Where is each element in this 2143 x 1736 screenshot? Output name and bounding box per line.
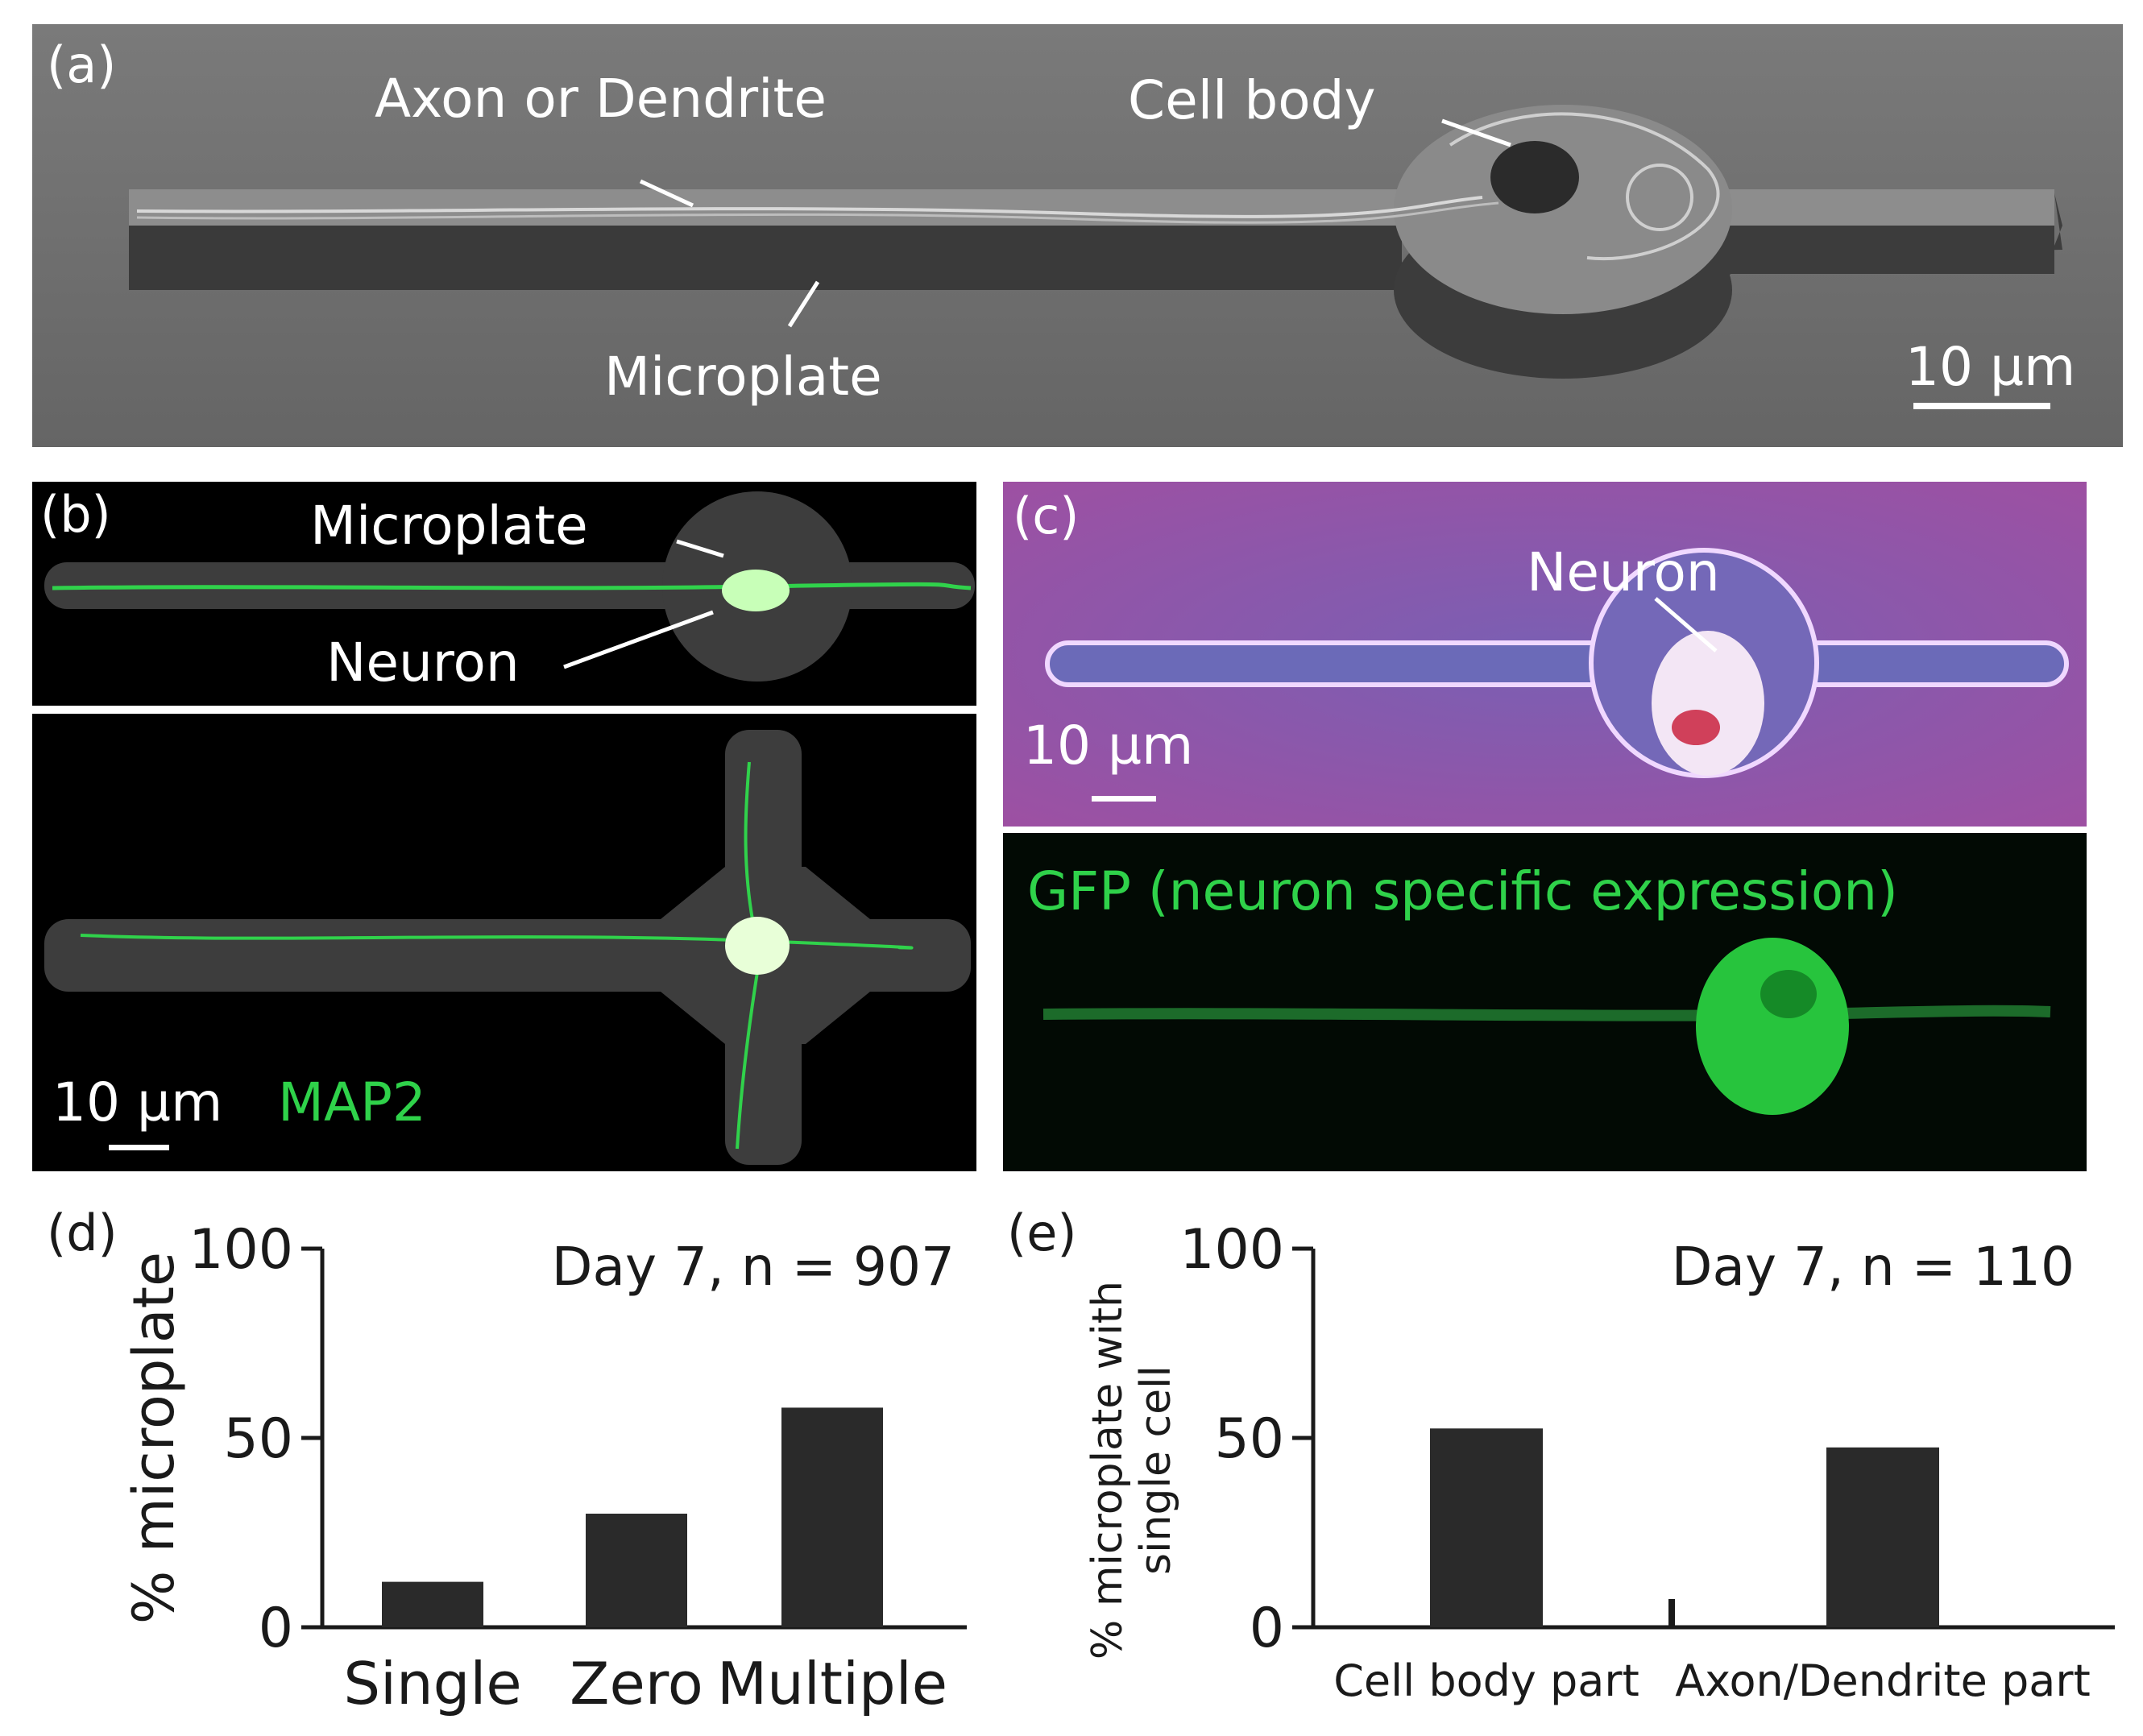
- panel-c-scale-text: 10 µm: [1023, 715, 1194, 777]
- panel-a-illustration: [32, 24, 2123, 447]
- microplate-b-annotation: Microplate: [310, 495, 588, 557]
- panel-c-bottom-illustration: [1003, 833, 2087, 1171]
- bar-single: [382, 1581, 483, 1627]
- panel-b-bottom-illustration: [32, 714, 976, 1171]
- x-category-label-zero: Zero: [570, 1650, 703, 1717]
- y-tick-label-50: 50: [223, 1407, 293, 1471]
- x-category-label-cell-body-part: Cell body part: [1333, 1655, 1639, 1706]
- panel-a-scale-bar: [1913, 403, 2050, 409]
- cell-body-leader-line: [1441, 118, 1511, 147]
- chart-annotation: Day 7, n = 907: [552, 1236, 955, 1298]
- panel-c-top-illustration: [1003, 482, 2087, 827]
- panel-a-label: (a): [47, 35, 117, 94]
- panel-b-scale-text: 10 µm: [52, 1071, 223, 1133]
- microplate-leader-line: [787, 280, 820, 328]
- microplate-b-leader-line: [676, 539, 724, 558]
- panel-c-label: (c): [1013, 487, 1080, 545]
- chart-annotation: Day 7, n = 110: [1672, 1236, 2075, 1298]
- panel-c-scale-bar: [1092, 796, 1156, 802]
- map2-stain-label: MAP2: [278, 1071, 426, 1133]
- bar-zero: [586, 1514, 687, 1627]
- neuron-c-leader-line: [1654, 597, 1718, 653]
- panel-d-label: (d): [47, 1204, 118, 1262]
- panel-b-top-illustration: [32, 482, 976, 706]
- panel-b-fluorescence-bottom: 10 µm MAP2: [32, 714, 976, 1171]
- cell-body-annotation: Cell body: [1128, 69, 1376, 131]
- bar-cell-body-part: [1430, 1428, 1543, 1627]
- panel-c-phase-image: (c) Neuron 10 µm: [1003, 482, 2087, 827]
- y-tick-label-0: 0: [1250, 1597, 1284, 1660]
- y-tick-label-100: 100: [1179, 1218, 1284, 1282]
- microplate-annotation: Microplate: [604, 346, 882, 408]
- neuron-c-annotation: Neuron: [1527, 541, 1720, 603]
- neuron-b-leader-line: [563, 610, 714, 669]
- panel-a-scale-text: 10 µm: [1905, 336, 2076, 398]
- x-category-label-axon-dendrite-part: Axon/Dendrite part: [1675, 1655, 2091, 1706]
- panel-c-gfp-image: GFP (neuron specific expression): [1003, 833, 2087, 1171]
- panel-b-fluorescence-top: (b) Microplate Neuron: [32, 482, 976, 706]
- x-category-label-single: Single: [343, 1650, 521, 1717]
- axon-leader-line: [639, 179, 694, 208]
- bar-multiple: [781, 1407, 883, 1627]
- panel-a-sem-image: (a) Axon or Dendrite Cell body Microplat…: [32, 24, 2123, 447]
- y-axis-label-line-2: single cell: [1132, 1365, 1180, 1575]
- panel-e-label: (e): [1007, 1204, 1077, 1262]
- y-tick-label-100: 100: [189, 1218, 293, 1282]
- x-category-label-multiple: Multiple: [717, 1650, 947, 1717]
- axon-dendrite-annotation: Axon or Dendrite: [375, 68, 827, 130]
- gfp-label: GFP (neuron specific expression): [1027, 860, 1898, 922]
- panel-b-scale-bar: [109, 1145, 169, 1150]
- bar-axon-dendrite-part: [1826, 1447, 1939, 1627]
- y-tick-label-0: 0: [259, 1597, 293, 1660]
- y-axis-label-line-1: % microplate with: [1084, 1281, 1132, 1659]
- panel-b-label: (b): [40, 485, 111, 544]
- y-axis-label: % microplate: [121, 1252, 187, 1624]
- y-tick-label-50: 50: [1214, 1407, 1284, 1471]
- neuron-b-annotation: Neuron: [326, 632, 520, 694]
